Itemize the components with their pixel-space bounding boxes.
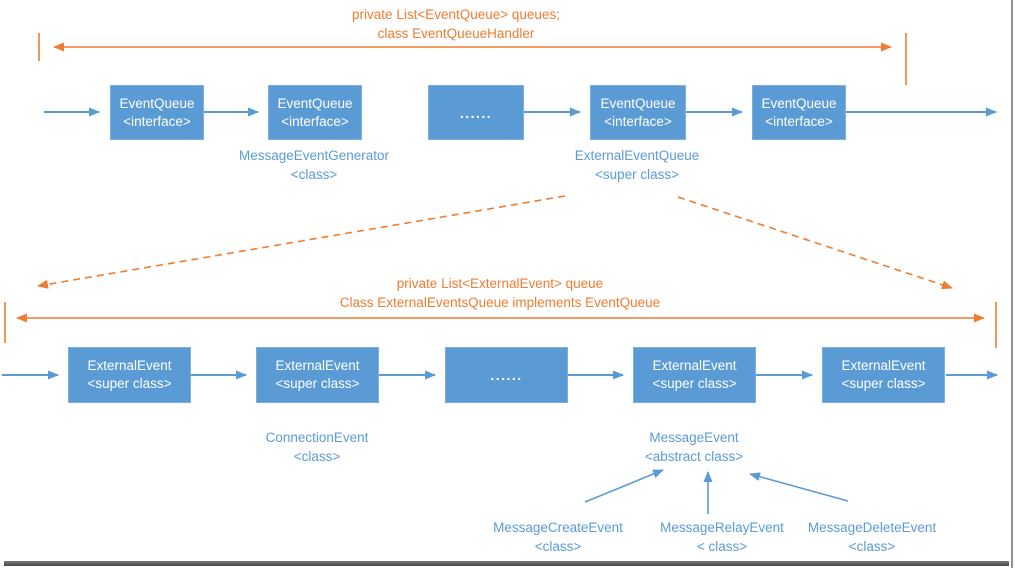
label-line1: ExternalEventQueue	[574, 148, 700, 163]
node-label: ExternalEvent	[87, 358, 172, 373]
label-externaleventqueue: ExternalEventQueue <super class>	[517, 146, 757, 184]
label-line2: <class>	[534, 539, 582, 554]
node-eventqueue-3: EventQueue <interface>	[590, 85, 686, 140]
node-eventqueue-4: EventQueue <interface>	[752, 85, 846, 140]
node-eventqueue-2: EventQueue <interface>	[268, 85, 362, 140]
ellipsis-text: ......	[490, 367, 523, 383]
label-line1: MessageDeleteEvent	[807, 520, 937, 535]
annotation-queues-list: private List<EventQueue> queues; class E…	[306, 5, 606, 43]
node-stereotype: <interface>	[765, 113, 833, 129]
node-externalevent-1: ExternalEvent <super class>	[68, 347, 191, 403]
node-stereotype: <super class>	[841, 376, 926, 391]
label-messageevent: MessageEvent <abstract class>	[574, 428, 814, 466]
node-label: ExternalEvent	[652, 358, 737, 373]
label-messageeventgenerator: MessageEventGenerator <class>	[194, 146, 434, 184]
node-label: EventQueue	[761, 95, 837, 111]
node-stereotype: <super class>	[652, 376, 737, 391]
label-connectionevent: ConnectionEvent <class>	[197, 428, 437, 466]
label-messagecreateevent: MessageCreateEvent <class>	[438, 518, 678, 556]
annotation-externalevents-list: private List<ExternalEvent> queue Class …	[320, 274, 680, 312]
top-span-bracket	[38, 33, 907, 85]
node-externalevent-3: ExternalEvent <super class>	[633, 347, 756, 403]
node-stereotype: <super class>	[87, 376, 172, 391]
node-eventqueue-ellipsis: ......	[428, 85, 524, 140]
label-messagerelayevent: MessageRelayEvent < class>	[602, 518, 842, 556]
label-line1: ConnectionEvent	[265, 430, 369, 445]
image-frame-bottom-edge	[4, 561, 1009, 566]
label-line2: <class>	[848, 539, 896, 554]
label-messagedeleteevent: MessageDeleteEvent <class>	[752, 518, 992, 556]
node-label: ExternalEvent	[275, 358, 360, 373]
label-line2: <abstract class>	[644, 449, 744, 464]
label-line2: <super class>	[594, 167, 680, 182]
label-line2: <class>	[293, 449, 341, 464]
annotation-externalevents-list-line1: private List<ExternalEvent> queue	[396, 276, 604, 291]
node-stereotype: <interface>	[604, 113, 672, 129]
middle-span-bracket	[4, 302, 997, 348]
node-stereotype: <super class>	[275, 376, 360, 391]
label-line1: MessageEvent	[649, 430, 739, 445]
label-line2: <class>	[290, 167, 338, 182]
annotation-queues-list-line1: private List<EventQueue> queues;	[352, 7, 560, 22]
image-frame-right-edge	[1011, 0, 1013, 568]
inheritance-arrows	[584, 469, 849, 514]
label-line1: MessageEventGenerator	[238, 148, 390, 163]
node-externalevent-ellipsis: ......	[445, 347, 568, 403]
expansion-dashed-arrows	[37, 195, 953, 290]
label-line2: < class>	[696, 539, 748, 554]
node-label: ExternalEvent	[841, 358, 926, 373]
node-stereotype: <interface>	[123, 113, 191, 129]
label-line1: MessageCreateEvent	[493, 520, 623, 535]
node-label: EventQueue	[600, 95, 676, 111]
node-stereotype: <interface>	[281, 113, 349, 129]
annotation-externalevents-list-line2: Class ExternalEventsQueue implements Eve…	[339, 295, 661, 310]
node-eventqueue-1: EventQueue <interface>	[110, 85, 204, 140]
annotation-queues-list-line2: class EventQueueHandler	[377, 26, 535, 41]
ellipsis-text: ......	[459, 104, 493, 121]
node-externalevent-4: ExternalEvent <super class>	[822, 347, 945, 403]
node-label: EventQueue	[119, 95, 195, 111]
node-externalevent-2: ExternalEvent <super class>	[256, 347, 379, 403]
node-label: EventQueue	[277, 95, 353, 111]
label-line1: MessageRelayEvent	[660, 520, 784, 535]
